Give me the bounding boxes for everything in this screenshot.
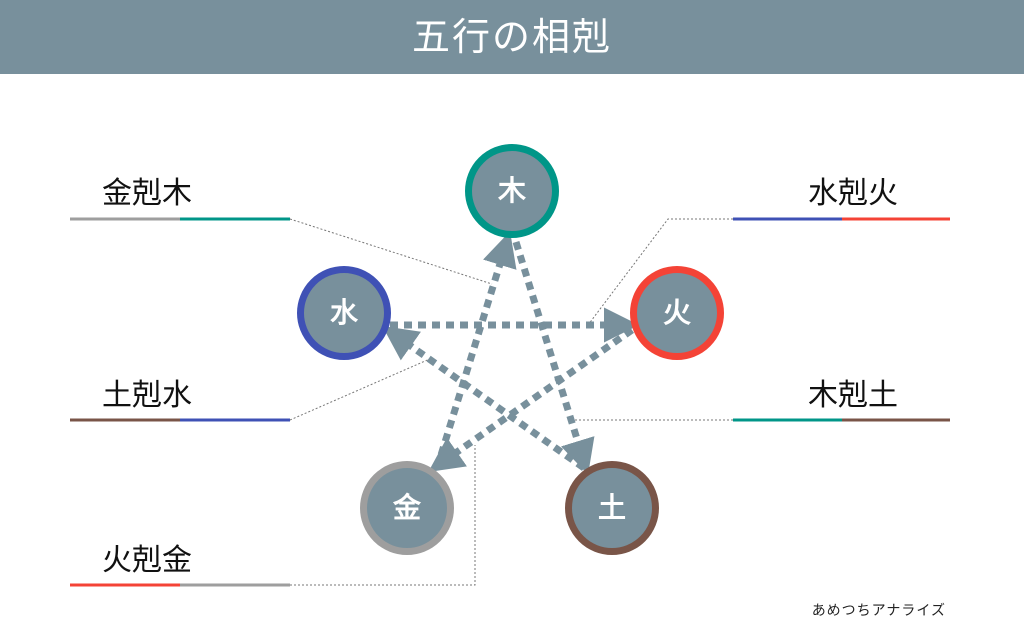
node-metal: 金 [360,461,454,555]
relation-label-water-fire: 水剋火 [808,176,898,211]
node-wood: 木 [465,144,559,238]
arrow-metal-wood [433,231,517,470]
relation-label-earth-water: 土剋水 [102,378,192,413]
relation-label-fire-metal: 火剋金 [102,543,192,578]
relation-label-wood-earth: 木剋土 [808,378,898,413]
node-water: 水 [297,266,391,360]
node-earth: 土 [565,461,659,555]
credit-text: あめつちアナライズ [811,603,946,619]
arrow-wood-earth [512,240,595,475]
leader-line-metal-wood [289,218,493,285]
arrow-fire-metal [428,327,635,473]
relation-label-metal-wood: 金剋木 [102,176,192,211]
leader-line-earth-water [289,357,433,421]
leader-line-fire-metal [290,445,476,586]
arrow-earth-water [382,325,587,471]
leader-line-water-fire [587,218,733,326]
page-title: 五行の相剋 [0,0,1024,74]
node-fire: 火 [630,266,724,360]
